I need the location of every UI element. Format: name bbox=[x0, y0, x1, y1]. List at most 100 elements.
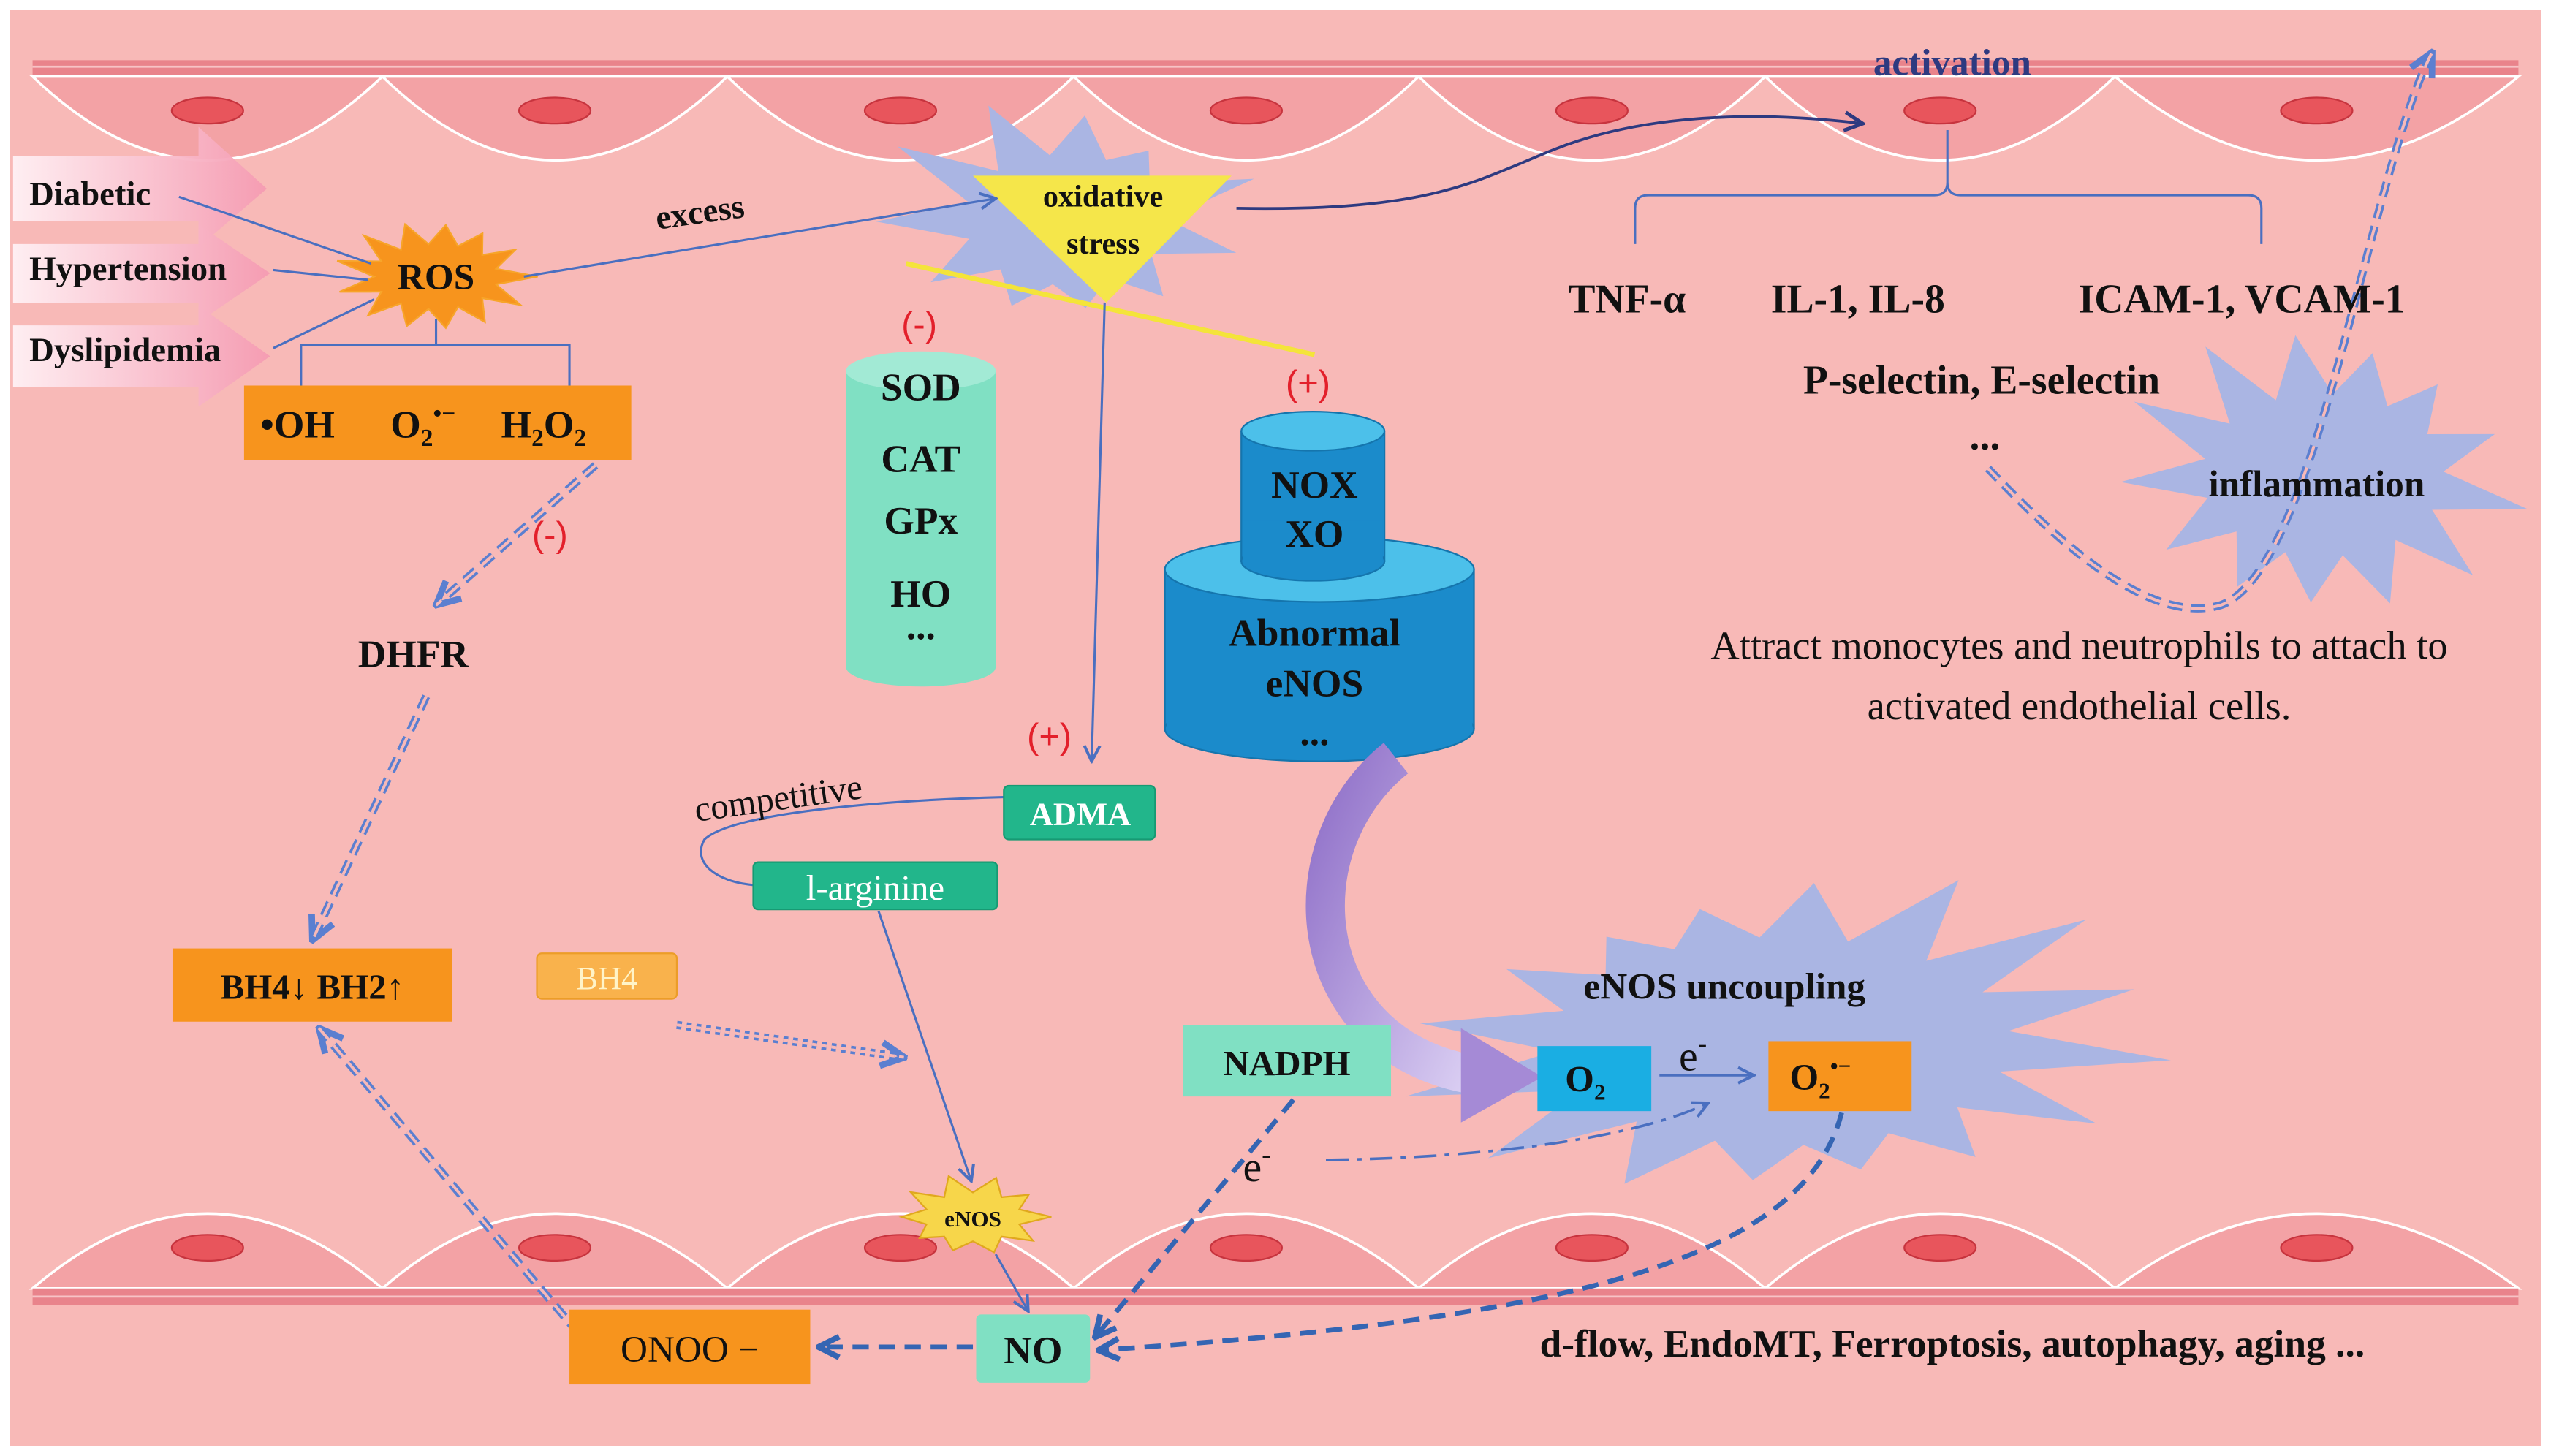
superoxide-label: O2•− bbox=[390, 400, 455, 451]
attraction-note-line2: activated endothelial cells. bbox=[1868, 683, 2292, 728]
enos-label: eNOS bbox=[944, 1206, 1001, 1232]
antioxidant-cat: CAT bbox=[881, 436, 960, 480]
adhesion-selectins: P-selectin, E-selectin bbox=[1803, 358, 2160, 403]
excess-arrow bbox=[523, 199, 996, 278]
inflammation-starburst bbox=[2120, 335, 2528, 604]
enos-to-no-arrow bbox=[994, 1254, 1028, 1311]
dhfr-inhibit-sign: (-) bbox=[532, 515, 568, 555]
arginine-to-enos-arrow bbox=[877, 910, 971, 1180]
antioxidant-more: ... bbox=[906, 604, 936, 648]
onoo-label: ONOO − bbox=[621, 1329, 759, 1370]
ros-source-upper-top bbox=[1240, 410, 1386, 452]
oxidative-stress-triangle bbox=[973, 175, 1232, 303]
source-abnormal: Abnormal bbox=[1229, 611, 1400, 655]
peroxide-o-sub: 2 bbox=[574, 425, 586, 452]
source-enos: eNOS bbox=[1266, 661, 1364, 705]
superoxide-base: O bbox=[390, 403, 421, 447]
peroxide-to-dhfr-arrow-inner bbox=[435, 464, 596, 607]
cytokines-to-inflammation-curve-inner bbox=[1987, 51, 2434, 610]
bh4-bh2-box bbox=[172, 948, 452, 1022]
competitive-curve bbox=[700, 796, 1004, 887]
superoxide-box bbox=[1768, 1041, 1912, 1112]
cell-nucleus bbox=[1209, 96, 1284, 125]
ros-source-upper-fill bbox=[1243, 520, 1383, 561]
adhesion-icam-vcam: ICAM-1, VCAM-1 bbox=[2079, 276, 2406, 322]
bottom-endothelium bbox=[29, 1212, 2522, 1290]
uncoupling-electron-base: e bbox=[1679, 1033, 1698, 1080]
uncoupling-superoxide-sup: •− bbox=[1830, 1053, 1851, 1079]
activation-arrow bbox=[1236, 117, 1863, 211]
l-arginine-box bbox=[752, 861, 998, 911]
nadph-box bbox=[1183, 1025, 1392, 1097]
source-more: ... bbox=[1300, 710, 1329, 754]
cell-nucleus bbox=[170, 1234, 244, 1262]
risk-hypertension: Hypertension bbox=[29, 250, 227, 288]
superoxide-to-no-arrow bbox=[1098, 1112, 1844, 1350]
stress-to-adma-arrow bbox=[1091, 302, 1106, 762]
cell-nucleus bbox=[2280, 96, 2354, 125]
inflammation-label: inflammation bbox=[2209, 463, 2425, 505]
uncoupling-superoxide-sub: 2 bbox=[1819, 1077, 1830, 1103]
ros-starburst bbox=[336, 222, 538, 330]
cell-nucleus bbox=[863, 1234, 938, 1262]
oxygen-sub: 2 bbox=[1594, 1080, 1606, 1105]
bh4-bh2-label: BH4↓ BH2↑ bbox=[221, 967, 405, 1007]
cytokine-il: IL-1, IL-8 bbox=[1771, 276, 1945, 322]
stress-label: stress bbox=[1066, 227, 1140, 261]
cell-nucleus bbox=[1903, 96, 1977, 125]
bh4-label: BH4 bbox=[576, 960, 637, 996]
enos-uncoupling-title: eNOS uncoupling bbox=[1584, 966, 1866, 1008]
risk-diabetic: Diabetic bbox=[29, 175, 151, 213]
antioxidant-cylinder-body bbox=[846, 371, 996, 667]
antioxidant-gpx: GPx bbox=[884, 498, 958, 542]
nadph-label: NADPH bbox=[1224, 1043, 1351, 1083]
ros-brace bbox=[300, 319, 571, 386]
cell-nucleus bbox=[518, 1234, 592, 1262]
risk-arrow-hypertension bbox=[12, 224, 270, 322]
antioxidant-cylinder bbox=[846, 351, 996, 687]
antioxidant-ho: HO bbox=[890, 572, 951, 615]
attraction-note-line1: Attract monocytes and neutrophils to att… bbox=[1710, 623, 2447, 667]
adma-label: ADMA bbox=[1030, 795, 1131, 832]
nadph-electron-sup: - bbox=[1262, 1139, 1271, 1169]
antioxidant-cylinder-top bbox=[846, 351, 996, 391]
uncoupling-arrow-head bbox=[1460, 1028, 1543, 1123]
nox-promote-sign: (+) bbox=[1286, 364, 1330, 403]
hypertension-to-ros-line bbox=[273, 268, 368, 281]
vessel-wall-top bbox=[32, 60, 2519, 77]
uncoupling-electron-sup: - bbox=[1698, 1028, 1707, 1059]
peroxide-label: H2O2 bbox=[501, 403, 586, 452]
enos-starburst bbox=[898, 1175, 1052, 1254]
ros-label: ROS bbox=[398, 257, 474, 298]
dyslipidemia-to-ros-line bbox=[273, 298, 375, 349]
ros-source-cylinder bbox=[1164, 410, 1475, 762]
nadph-electron-label: e- bbox=[1243, 1139, 1270, 1190]
source-nox: NOX bbox=[1271, 463, 1358, 507]
cell-nucleus bbox=[518, 96, 592, 125]
cell-nucleus bbox=[1903, 1234, 1977, 1262]
ros-species-box bbox=[243, 385, 632, 460]
superoxide-sup: •− bbox=[433, 400, 455, 427]
risk-dyslipidemia: Dyslipidemia bbox=[29, 331, 221, 369]
cell-nucleus bbox=[863, 96, 938, 125]
peroxide-h: H bbox=[501, 403, 532, 447]
ros-source-lower-fill bbox=[1166, 683, 1473, 729]
no-label: NO bbox=[1004, 1328, 1062, 1372]
antioxidant-sod: SOD bbox=[881, 365, 961, 409]
risk-arrow-dyslipidemia bbox=[12, 306, 270, 407]
onoo-box bbox=[569, 1309, 811, 1385]
activation-brace bbox=[1634, 130, 2263, 244]
bh4-box bbox=[536, 952, 678, 1000]
uncoupling-curved-arrow bbox=[1305, 743, 1472, 1093]
adhesion-more: ... bbox=[1970, 413, 2001, 458]
oxygen-label: O2 bbox=[1565, 1058, 1605, 1104]
oxygen-box bbox=[1537, 1046, 1652, 1112]
cytokine-tnf: TNF-α bbox=[1568, 276, 1686, 322]
downstream-outcomes: d-flow, EndoMT, Ferroptosis, autophagy, … bbox=[1540, 1322, 2365, 1365]
cell-nucleus bbox=[1555, 1234, 1629, 1262]
uncoupling-superoxide-base: O bbox=[1789, 1057, 1819, 1099]
top-endothelium bbox=[29, 75, 2522, 162]
diabetic-to-ros-line bbox=[178, 195, 372, 265]
source-xo: XO bbox=[1285, 512, 1343, 556]
